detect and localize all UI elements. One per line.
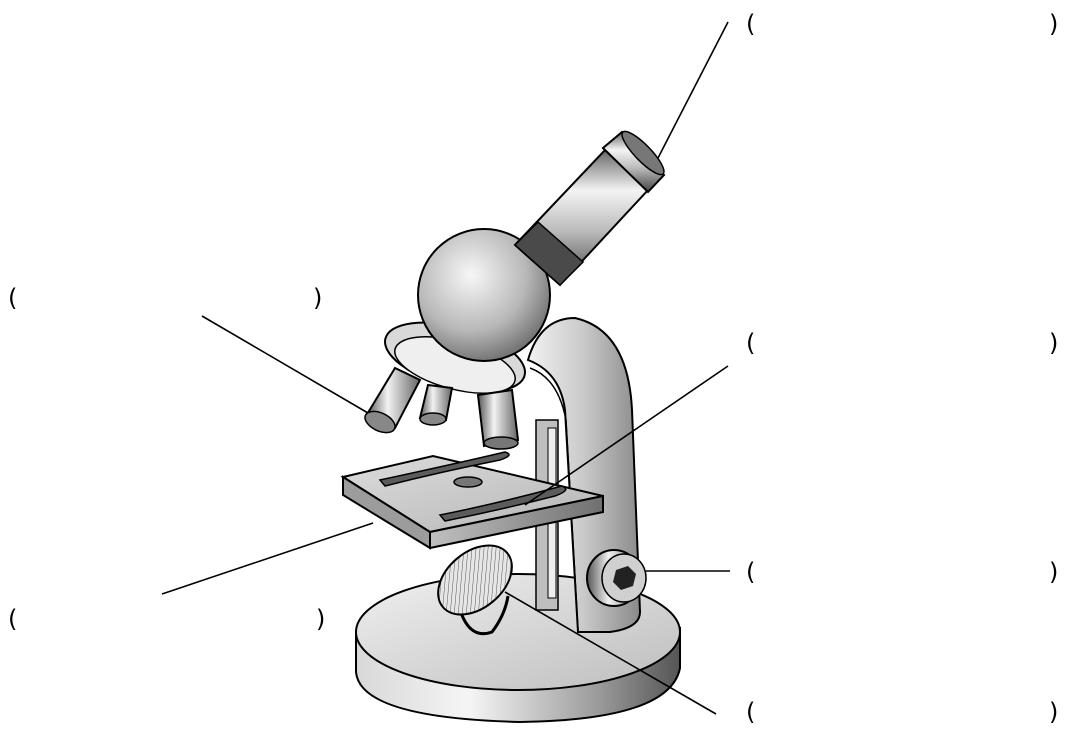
- focus-knob: [587, 550, 646, 606]
- stage-label-close: ): [316, 607, 325, 631]
- clip-label-close: ): [1049, 331, 1058, 355]
- eyepiece-label-open: (: [746, 12, 755, 36]
- leader-line-stage: [162, 523, 373, 594]
- clip-label-open: (: [746, 331, 755, 355]
- eyepiece-label-close: ): [1049, 12, 1058, 36]
- leader-line-objective: [202, 316, 368, 413]
- objective-label-open: (: [8, 286, 17, 310]
- leader-line-eyepiece: [658, 22, 728, 158]
- mirror-label-close: ): [1049, 700, 1058, 724]
- focus-knob-label-open: (: [746, 560, 755, 584]
- focus-knob-label-close: ): [1049, 560, 1058, 584]
- objective-label-close: ): [313, 286, 322, 310]
- stage: [343, 452, 603, 548]
- stage-label-open: (: [8, 607, 17, 631]
- eyepiece-tube: [515, 127, 669, 285]
- mirror-label-open: (: [746, 700, 755, 724]
